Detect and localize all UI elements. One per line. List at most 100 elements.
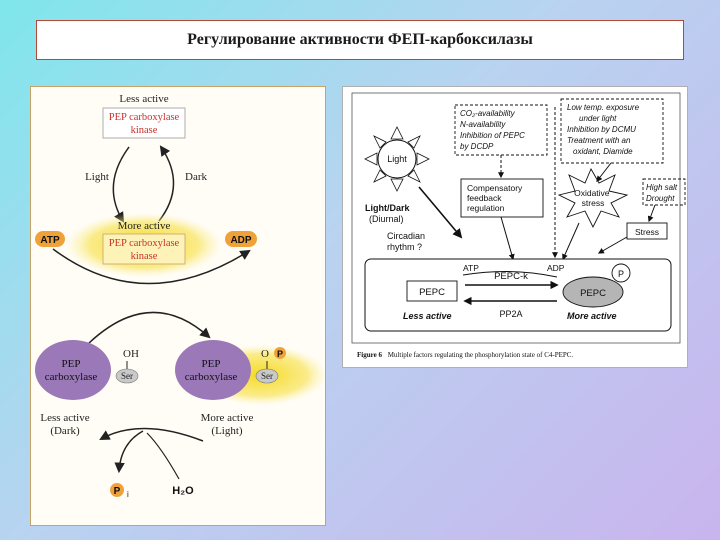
atp-to-adp-arrow — [52, 248, 251, 285]
phosphate-circle — [611, 263, 631, 283]
oxidative-line-1: Oxidative — [574, 188, 610, 198]
kinase-active-line2: kinase — [131, 251, 158, 262]
lowtemp-line-4: Treatment with an — [567, 136, 631, 145]
co2-line-1: CO₂-availability — [460, 109, 516, 118]
light-activation-arrow — [112, 146, 130, 223]
feedback-line-1: Compensatory — [467, 183, 523, 193]
lowtemp-line-5: oxidant, Diamide — [573, 147, 633, 156]
pepc-right-line2: carboxylase — [185, 371, 238, 383]
less-active-top-label: Less active — [119, 93, 168, 105]
h2o-label: H₂O — [172, 485, 194, 497]
dark-bottom-label: (Dark) — [50, 425, 80, 437]
lightdark-line-2: (Diurnal) — [369, 214, 404, 224]
low-temp-factors-text: Low temp. exposure under light Inhibitio… — [567, 103, 641, 156]
feedback-line-3: regulation — [467, 203, 505, 213]
lowtemp-line-1: Low temp. exposure — [567, 103, 640, 112]
pepc-cycle-diagram: Less active PEP carboxylase kinase Light… — [35, 93, 327, 499]
pepc-active-ellipse — [562, 276, 624, 308]
light-to-pepck-arrow — [418, 186, 463, 239]
co2-line-2: N-availability — [460, 120, 506, 129]
phosphorylation-arrow — [88, 311, 211, 344]
pepc-dephosphorylated — [35, 340, 111, 400]
atp-badge — [35, 231, 65, 247]
pp2a-text: PP2A — [499, 309, 522, 319]
less-active-text: Less active — [403, 311, 452, 321]
dark-label: Dark — [185, 171, 207, 183]
light-label: Light — [85, 171, 109, 183]
adp-label: ADP — [230, 235, 251, 246]
pepc-factors-diagram: Light CO₂-availability N-availability In… — [351, 92, 686, 359]
ser-left-badge — [115, 368, 139, 384]
kinase-active-line1: PEP carboxylase — [109, 238, 180, 249]
salt-drought-box — [642, 178, 686, 206]
ser-left-label: Ser — [121, 371, 133, 381]
ser-right-label: Ser — [261, 371, 273, 381]
pepck-text: PEPC-k — [494, 271, 528, 282]
circadian-text: Circadian rhythm ? — [387, 231, 428, 252]
more-active-bottom-label: More active — [201, 412, 254, 424]
stress-box — [626, 222, 668, 240]
slide-title-box: Регулирование активности ФЕП-карбоксилаз… — [36, 20, 684, 60]
low-temp-factors-box — [560, 98, 664, 164]
sun-light-label: Light — [387, 154, 407, 164]
lowtemp-to-oxidative-arrow — [596, 162, 612, 182]
lowtemp-line-3: Inhibition by DCMU — [567, 125, 636, 134]
pi-badge — [110, 483, 124, 497]
salt-drought-text: High salt Drought — [646, 183, 679, 203]
dephosphorylation-arrow — [99, 427, 204, 442]
caption-body: Multiple factors regulating the phosphor… — [388, 351, 574, 359]
pepc-right-line1: PEP — [202, 358, 221, 370]
lightdark-line-1: Light/Dark — [365, 203, 410, 213]
pepc-regulation-cycle-panel: Less active PEP carboxylase kinase Light… — [30, 86, 327, 526]
pi-label: P — [114, 486, 121, 497]
co2-line-4: by DCDP — [460, 142, 494, 151]
light-bottom-label: (Light) — [211, 425, 242, 437]
pi-release-arrow — [114, 430, 144, 474]
less-active-bottom-label: Less active — [40, 412, 89, 424]
atp-adp-curve — [462, 270, 558, 278]
pepc-left-line2: carboxylase — [45, 371, 98, 383]
phosphate-label: P — [277, 349, 283, 359]
kinase-inactive-box — [102, 107, 186, 139]
ser-right-badge — [255, 368, 279, 384]
oxidative-text: Oxidative stress — [574, 188, 612, 208]
feedback-regulation-box — [460, 178, 544, 218]
atp-text: ATP — [463, 263, 479, 273]
phosphate-badge — [274, 347, 286, 359]
pepc-inactive-label: PEPC — [419, 287, 445, 298]
oxidative-line-2: stress — [582, 198, 605, 208]
feedback-to-pepck-arrow — [500, 216, 515, 261]
atp-label: ATP — [40, 235, 60, 246]
figure-caption: Figure 6 Multiple factors regulating the… — [357, 351, 573, 359]
pepc-inactive-box — [406, 280, 458, 302]
pepc-factors-panel: Light CO₂-availability N-availability In… — [342, 86, 688, 368]
pi-subscript: i — [127, 490, 129, 499]
caption-figure-number: Figure 6 — [357, 351, 382, 359]
co2-line-3: Inhibition of PEPC — [460, 131, 525, 140]
light-dark-text: Light/Dark (Diurnal) — [365, 203, 412, 224]
circadian-line-2: rhythm ? — [387, 242, 422, 252]
adp-badge — [225, 231, 257, 247]
kinase-inactive-line2: kinase — [131, 125, 158, 136]
lowtemp-line-2: under light — [579, 114, 617, 123]
oxidative-stress-burst — [557, 167, 629, 229]
pepc-active-label: PEPC — [580, 288, 606, 299]
circadian-line-1: Circadian — [387, 231, 425, 241]
stress-label: Stress — [635, 227, 659, 237]
drought-line: Drought — [646, 194, 675, 203]
salt-to-stress-arrow — [647, 204, 656, 223]
pepc-phosphorylated — [175, 340, 251, 400]
kinase-active-box — [102, 233, 186, 265]
more-active-mid-label: More active — [118, 220, 171, 232]
pepc-left-line1: PEP — [62, 358, 81, 370]
phosphate-circle-label: P — [618, 269, 624, 279]
co2-factors-text: CO₂-availability N-availability Inhibiti… — [460, 109, 527, 151]
salt-line: High salt — [646, 183, 678, 192]
adp-text: ADP — [547, 263, 565, 273]
stress-to-pepck-arrow — [597, 236, 628, 254]
more-active-text: More active — [567, 311, 617, 321]
sun-icon — [364, 126, 430, 192]
slide-title: Регулирование активности ФЕП-карбоксилаз… — [187, 31, 533, 48]
dark-inactivation-arrow — [158, 145, 175, 222]
oxidative-to-pepck-arrow — [562, 222, 580, 261]
